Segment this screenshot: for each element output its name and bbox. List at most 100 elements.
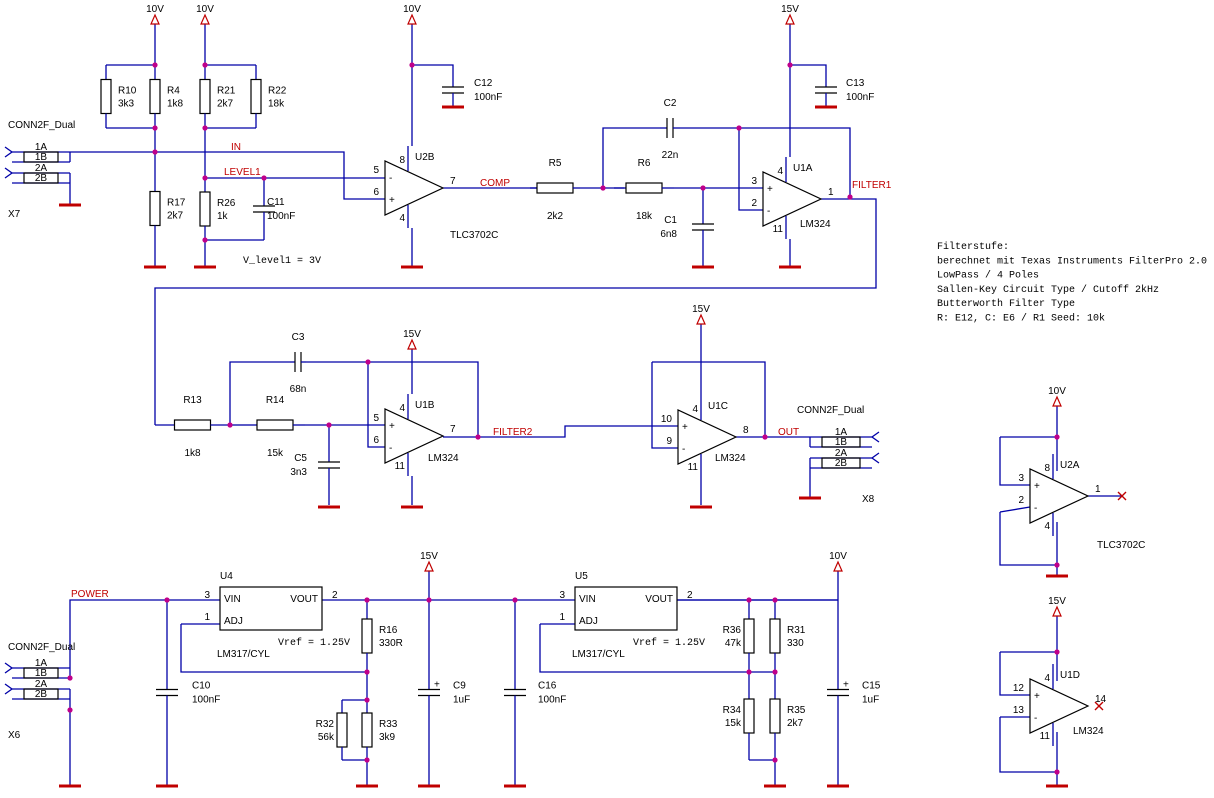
resistor — [199, 78, 211, 115]
polarity-plus-icon: + — [843, 680, 849, 691]
resistor-ref: R22 — [268, 86, 287, 97]
no-connect-icon — [1117, 491, 1127, 501]
connector-pin-label: 2B — [835, 458, 848, 469]
pin-number: 1 — [559, 612, 565, 623]
pin-number: 9 — [666, 436, 672, 447]
resistor-value: 330R — [379, 638, 403, 649]
resistor-value: 2k7 — [787, 718, 804, 729]
pin-number: 7 — [450, 424, 456, 435]
supply-label: 15V — [781, 4, 799, 15]
connector-pin-label: 2A — [35, 163, 48, 174]
reg-pin-name: ADJ — [579, 616, 598, 627]
capacitor-ref: C5 — [294, 453, 307, 464]
wire — [602, 127, 660, 188]
resistor-value: 15k — [725, 718, 742, 729]
capacitor-ref: C15 — [862, 681, 881, 692]
opamp — [384, 408, 445, 464]
capacitor-value: 100nF — [846, 92, 874, 103]
resistor-ref: R16 — [379, 625, 398, 636]
supply-arrow-icon — [150, 13, 160, 25]
connector-ref: X7 — [8, 209, 21, 220]
resistor-value: 18k — [268, 99, 285, 110]
minus-sign: - — [767, 206, 770, 217]
net-label-comp: COMP — [480, 178, 510, 189]
junction-dot — [364, 669, 370, 675]
connector-body — [23, 667, 59, 679]
connector-pin-label: 2B — [35, 173, 48, 184]
reg-pin-name: ADJ — [224, 616, 243, 627]
capacitor-value: 100nF — [192, 695, 220, 706]
reg-part: LM317/CYL — [217, 649, 270, 660]
net-label-out: OUT — [778, 427, 799, 438]
note-line: LowPass / 4 Poles — [937, 270, 1039, 282]
wire — [154, 198, 877, 425]
resistor-value: 18k — [636, 211, 653, 222]
connector-body — [23, 688, 59, 700]
opamp-part: LM324 — [715, 453, 746, 464]
opamp-ref: U1B — [415, 400, 435, 411]
opamp — [384, 160, 445, 216]
resistor-value: 3k3 — [118, 99, 135, 110]
resistor-ref: R26 — [217, 198, 236, 209]
junction-dot — [1054, 769, 1060, 775]
pin-number: 11 — [688, 462, 699, 473]
junction-dot — [326, 422, 332, 428]
resistor-value: 2k7 — [167, 211, 184, 222]
capacitor-ref: C11 — [267, 197, 285, 208]
opamp — [1029, 468, 1090, 524]
note-line: Filterstufe: — [937, 241, 1009, 253]
junction-dot — [762, 434, 768, 440]
capacitor-value: 22n — [662, 150, 679, 161]
supply-label: 15V — [420, 551, 438, 562]
resistor — [149, 78, 161, 115]
resistor-ref: R10 — [118, 86, 137, 97]
pin-number: 3 — [559, 590, 565, 601]
plus-sign: + — [767, 184, 773, 195]
capacitor-value: 6n8 — [660, 229, 677, 240]
junction-dot — [700, 185, 706, 191]
wire — [651, 362, 678, 449]
plus-sign: + — [682, 422, 688, 433]
junction-dot — [512, 597, 518, 603]
resistor-ref: R32 — [316, 719, 335, 730]
connector-pin-label: 1A — [835, 427, 848, 438]
junction-dot — [152, 125, 158, 131]
pin-number: 4 — [777, 166, 783, 177]
connector-ref: X8 — [862, 494, 875, 505]
opamp-part: LM324 — [800, 219, 831, 230]
supply-arrow-icon — [696, 313, 706, 325]
junction-dot — [1054, 562, 1060, 568]
junction-dot — [736, 125, 742, 131]
connector-socket-icon — [4, 683, 14, 695]
resistor-value: 3k9 — [379, 732, 396, 743]
pin-number: 4 — [692, 404, 698, 415]
connector-pin-label: 1B — [35, 152, 48, 163]
junction-dot — [364, 697, 370, 703]
junction-dot — [1054, 649, 1060, 655]
resistor-ref: R36 — [723, 625, 742, 636]
junction-dot — [364, 757, 370, 763]
wire — [306, 361, 479, 437]
pin-number: 5 — [373, 413, 379, 424]
junction-dot — [426, 597, 432, 603]
resistor-ref: R21 — [217, 86, 236, 97]
capacitor-ref: C9 — [453, 681, 466, 692]
pin-number: 6 — [373, 435, 379, 446]
junction-dot — [152, 149, 158, 155]
reg-part: LM317/CYL — [572, 649, 625, 660]
junction-dot — [67, 707, 73, 713]
wire — [180, 624, 367, 673]
connector-pin-label: 1B — [835, 437, 848, 448]
supply-label: 10V — [829, 551, 847, 562]
junction-dot — [227, 422, 233, 428]
reg-pin-name: VOUT — [645, 594, 673, 605]
wire — [999, 506, 1031, 513]
plus-sign: + — [389, 195, 395, 206]
pin-number: 12 — [1013, 683, 1025, 694]
opamp-ref: U2B — [415, 152, 435, 163]
wire — [999, 717, 1057, 773]
resistor-value: 15k — [267, 448, 284, 459]
supply-arrow-icon — [1052, 605, 1062, 617]
components — [4, 13, 1127, 788]
pin-number: 6 — [373, 187, 379, 198]
